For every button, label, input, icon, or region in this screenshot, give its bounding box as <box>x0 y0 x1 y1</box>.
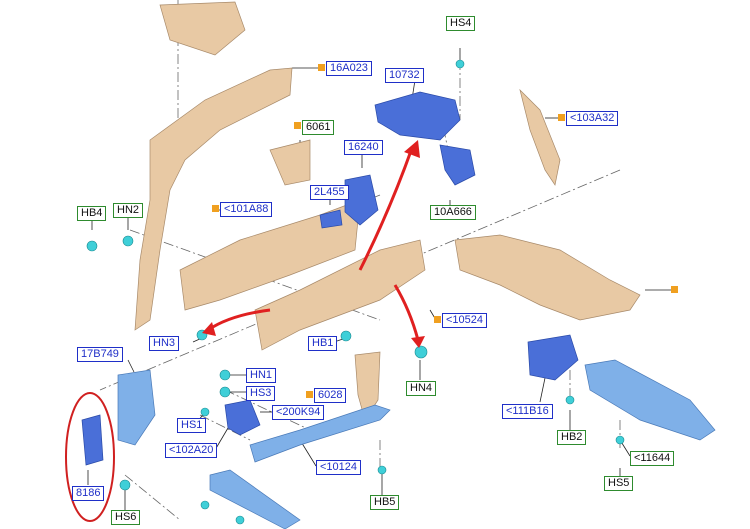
callout-103A32[interactable]: <103A32 <box>566 111 619 126</box>
tan-structural-parts <box>134 1 641 421</box>
callout-HS3[interactable]: HS3 <box>246 386 276 401</box>
highlight-circle <box>65 392 115 522</box>
marker-103A32 <box>558 114 565 121</box>
callout-16240[interactable]: 16240 <box>344 140 383 155</box>
callout-10524[interactable]: <10524 <box>442 313 488 328</box>
light-blue-parts <box>117 359 716 529</box>
callout-HN1[interactable]: HN1 <box>246 368 277 383</box>
callout-16A023[interactable]: 16A023 <box>326 61 372 76</box>
callout-200K94[interactable]: <200K94 <box>272 405 325 420</box>
callout-11644[interactable]: <11644 <box>630 451 675 466</box>
callout-HB5[interactable]: HB5 <box>370 495 400 510</box>
blue-parts <box>81 91 579 466</box>
marker-6061 <box>294 122 301 129</box>
callout-HB4[interactable]: HB4 <box>77 206 107 221</box>
callout-HS1[interactable]: HS1 <box>177 418 207 433</box>
fasteners <box>86 59 625 525</box>
callout-111B16[interactable]: <111B16 <box>502 404 553 419</box>
callout-HB1[interactable]: HB1 <box>308 336 338 351</box>
callout-HS6[interactable]: HS6 <box>111 510 141 525</box>
callout-102A20[interactable]: <102A20 <box>165 443 218 458</box>
callout-HB2[interactable]: HB2 <box>557 430 587 445</box>
marker-101A88 <box>212 205 219 212</box>
callout-8186[interactable]: 8186 <box>72 486 105 501</box>
callout-10A666[interactable]: 10A666 <box>430 205 476 220</box>
callout-HS4[interactable]: HS4 <box>446 16 476 31</box>
callout-10124[interactable]: <10124 <box>316 460 362 475</box>
arrow-heads <box>202 140 425 348</box>
marker-floor-pan <box>671 286 678 293</box>
callout-HN3[interactable]: HN3 <box>149 336 180 351</box>
marker-6028 <box>306 391 313 398</box>
callout-17B749[interactable]: 17B749 <box>77 347 123 362</box>
callout-2L455[interactable]: 2L455 <box>310 185 349 200</box>
callout-HN4[interactable]: HN4 <box>406 381 437 396</box>
callout-6061[interactable]: 6061 <box>302 120 335 135</box>
callout-101A88[interactable]: <101A88 <box>220 202 273 217</box>
callout-6028[interactable]: 6028 <box>314 388 347 403</box>
marker-10524 <box>434 316 441 323</box>
callout-10732[interactable]: 10732 <box>385 68 424 83</box>
marker-16A023 <box>318 64 325 71</box>
callout-HS5[interactable]: HS5 <box>604 476 634 491</box>
callout-HN2[interactable]: HN2 <box>113 203 144 218</box>
